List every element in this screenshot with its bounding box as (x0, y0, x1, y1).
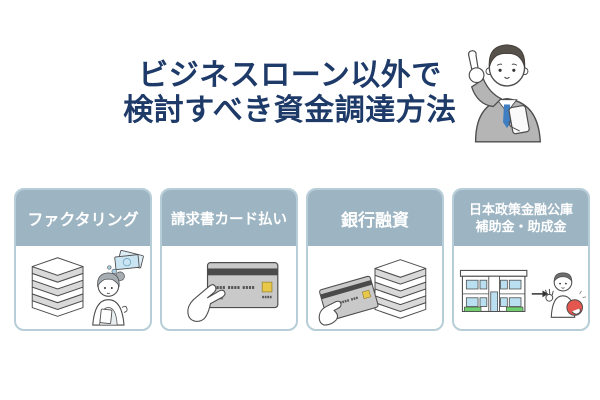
card-bank-loan-label: 銀行融資 (341, 210, 409, 230)
title-line-1: ビジネスローン以外で (138, 59, 442, 92)
woman-icon (92, 271, 128, 326)
card-bank-loan: 銀行融資 (306, 188, 444, 331)
document-stack-icon (31, 256, 84, 317)
card-factoring: ファクタリング (14, 188, 152, 331)
card-jfc-label-line-2: 補助金・助成金 (475, 219, 567, 234)
money-bills-icon (107, 249, 144, 277)
subsidy-illustration (459, 269, 587, 318)
card-jfc-label-line-1: 日本政策金融公庫 (468, 202, 573, 217)
card-invoice-card-payment-label: 請求書カード払い (171, 211, 287, 228)
document-stack-icon (374, 258, 427, 319)
factoring-illustration (31, 249, 144, 326)
invoice-card-illustration (187, 261, 279, 322)
card-bank-loan-body (308, 246, 442, 329)
page-title: ビジネスローン以外で 検討すべき資金調達方法 (90, 58, 490, 128)
card-jfc-subsidies-body (454, 246, 588, 329)
card-invoice-card-payment-header: 請求書カード払い (162, 190, 296, 246)
card-factoring-header: ファクタリング (16, 190, 150, 246)
card-invoice-card-payment-body (162, 246, 296, 329)
bank-loan-illustration (318, 258, 427, 326)
hand-icon (187, 283, 226, 322)
title-line-2: 検討すべき資金調達方法 (123, 94, 457, 127)
businessman-illustration (456, 22, 554, 144)
bank-building-icon (459, 269, 528, 312)
card-jfc-subsidies-header: 日本政策金融公庫 補助金・助成金 (454, 190, 588, 246)
card-bank-loan-header: 銀行融資 (308, 190, 442, 246)
person-ok-sign-icon (544, 272, 587, 318)
hand-icon (318, 300, 342, 326)
card-factoring-body (16, 246, 150, 329)
credit-card-icon (206, 261, 279, 308)
card-jfc-subsidies: 日本政策金融公庫 補助金・助成金 (452, 188, 590, 331)
card-invoice-card-payment: 請求書カード払い (160, 188, 298, 331)
businessman-pointing-icon (467, 44, 542, 143)
card-factoring-label: ファクタリング (27, 212, 139, 229)
arrow-right-icon (531, 289, 549, 297)
